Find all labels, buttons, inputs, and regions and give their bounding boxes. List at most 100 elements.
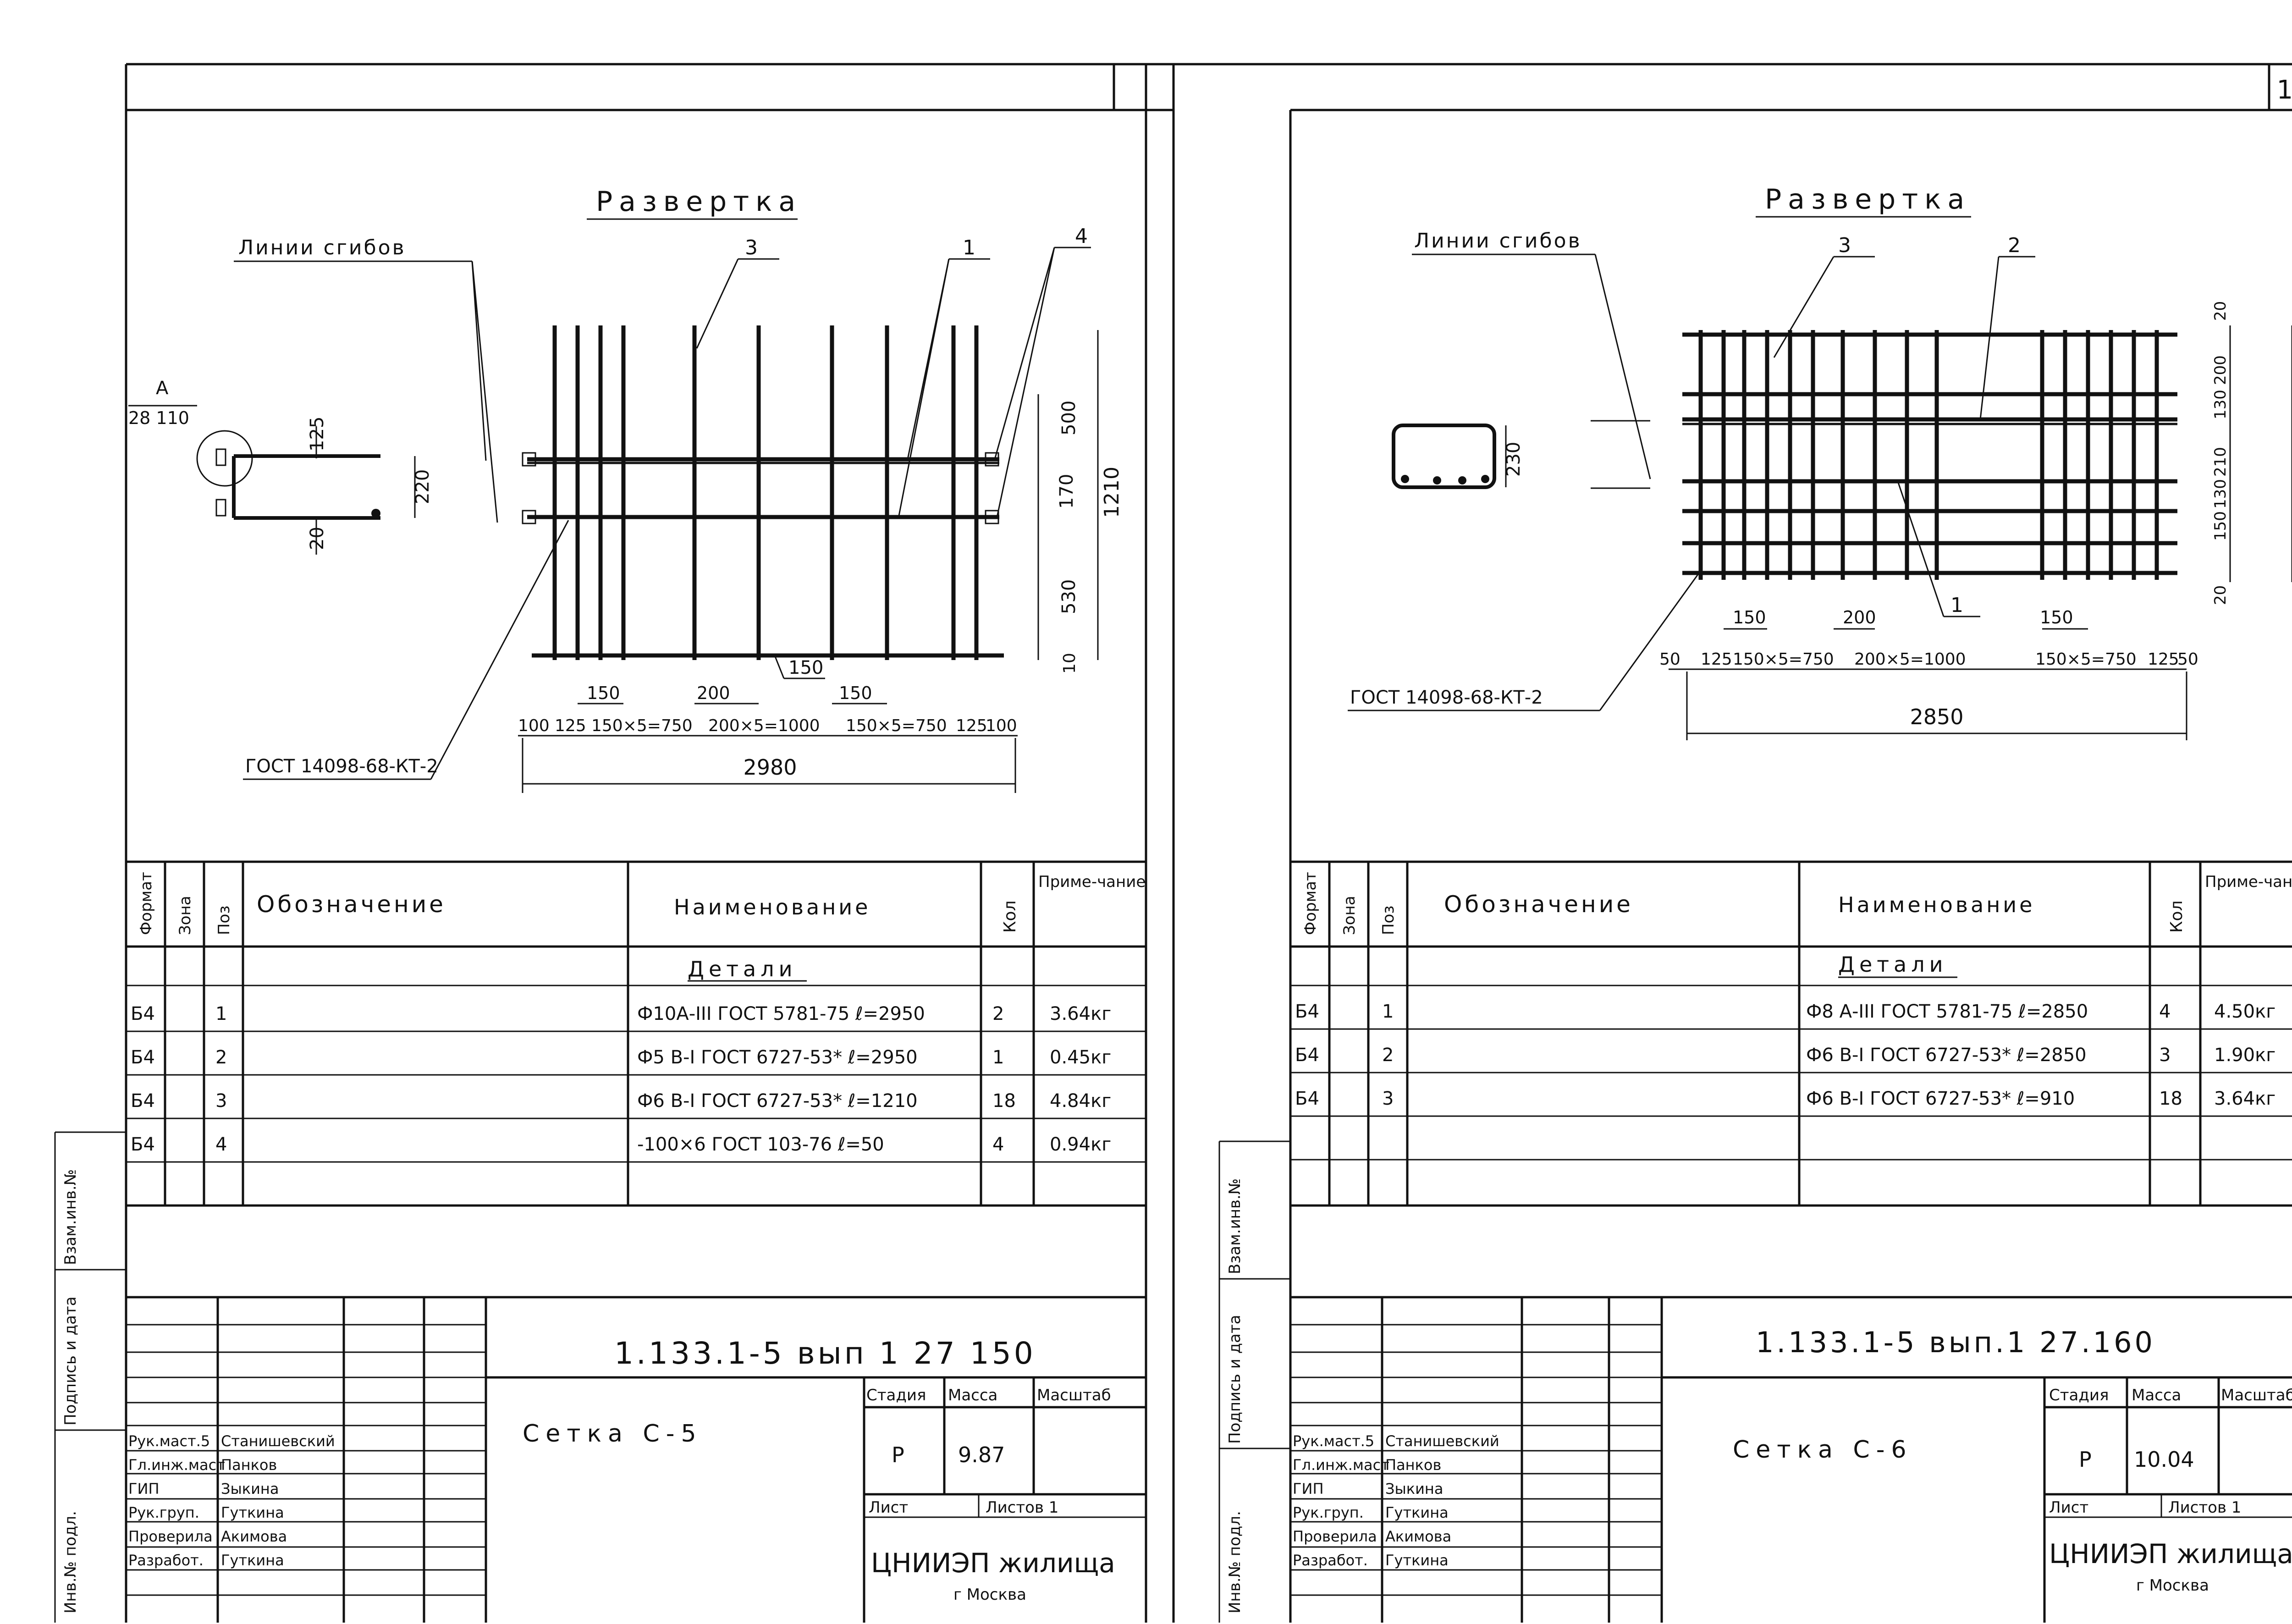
signer-name: Акимова	[221, 1528, 287, 1545]
bottom-dim-6: 125	[956, 716, 987, 735]
right-dim-170: 170	[1056, 474, 1077, 509]
row-pos: 2	[215, 1047, 227, 1068]
row-pos: 1	[215, 1003, 227, 1024]
col-designation: Обозначение	[257, 891, 446, 918]
sheet-left: Развертка Линии сгибов А 28 110 125 220 …	[54, 186, 1146, 1623]
pitch-dim-3: 150	[2040, 607, 2073, 628]
signer-name: Акимова	[1385, 1528, 1451, 1545]
right-dim-4: 210	[2211, 447, 2230, 477]
mesh-c5	[522, 325, 1004, 660]
doc-code: 1.133.1-5 вып 1 27 150	[614, 1336, 1036, 1371]
pitch-dim-2: 200	[1843, 607, 1876, 628]
bottom-dim-3: 150×5=750	[1733, 650, 1834, 669]
row-note: 3.64кг	[1050, 1003, 1111, 1024]
row-note: 4.84кг	[1050, 1090, 1111, 1112]
row-name: Ф6 В-I ГОСТ 6727-53* ℓ=2850	[1806, 1045, 2087, 1066]
bottom-dim-4: 200×5=1000	[1854, 650, 1966, 669]
signer-name: Станишевский	[221, 1432, 335, 1450]
mass-label: Масса	[948, 1386, 997, 1404]
signer-role: Гл.инж.маст	[1293, 1456, 1389, 1474]
side-stamp: Инв.№ подл. Подпись и дата Взам.инв.№	[54, 1131, 126, 1623]
row-qty: 18	[992, 1090, 1016, 1112]
pitch-dim-2: 200	[697, 683, 730, 703]
right-dim-1: 20	[2211, 301, 2230, 321]
bottom-dim-7: 100	[986, 716, 1017, 735]
node-label: А	[156, 378, 169, 399]
row-note: 3.64кг	[2214, 1088, 2275, 1109]
callout-pos-4: 4	[1075, 225, 1088, 248]
signer-name: Гуткина	[1385, 1552, 1449, 1569]
col-note: Приме-чание	[1038, 873, 1146, 891]
label-weld: ГОСТ 14098-68-КТ-2	[245, 756, 438, 777]
right-dim-6: 150	[2211, 511, 2230, 541]
row-name: Ф6 В-I ГОСТ 6727-53* ℓ=1210	[637, 1090, 918, 1112]
bottom-dim-6: 125	[2148, 650, 2179, 669]
right-dim-10: 10	[1060, 653, 1079, 674]
signer-name: Зыкина	[221, 1480, 279, 1497]
signer-role: Гл.инж.маст	[128, 1456, 225, 1474]
side-stamp-sign: Подпись и дата	[61, 1296, 80, 1426]
mass-value: 10.04	[2134, 1447, 2194, 1472]
row-pos: 1	[1382, 1001, 1394, 1022]
spec-table: Формат Зона Поз Обозначение Наименование…	[1290, 860, 2292, 1207]
signer-role: Рук.груп.	[128, 1504, 199, 1521]
row-format: Б4	[131, 1090, 155, 1112]
mesh-c6	[1682, 330, 2177, 580]
bottom-dim-1: 100	[518, 716, 550, 735]
signer-role: ГИП	[128, 1480, 160, 1497]
stage-label: Стадия	[866, 1386, 926, 1404]
row-name: Ф10А-III ГОСТ 5781-75 ℓ=2950	[637, 1003, 925, 1024]
col-note: Приме-чание	[2205, 873, 2292, 891]
drawing-title: Развертка	[596, 186, 802, 218]
col-zone: Зона	[176, 896, 194, 935]
pitch-dim-1: 150	[587, 683, 620, 703]
label-bend-lines: Линии сгибов	[1414, 229, 1582, 253]
bottom-dim-4: 200×5=1000	[708, 716, 820, 735]
city: г Москва	[2136, 1576, 2209, 1595]
right-dim-500: 500	[1058, 401, 1080, 435]
bottom-dim-5: 150×5=750	[2035, 650, 2137, 669]
signer-role: ГИП	[1293, 1480, 1324, 1497]
signer-name: Станишевский	[1385, 1432, 1499, 1450]
row-qty: 18	[2159, 1088, 2182, 1109]
bottom-dim-7: 50	[2177, 650, 2198, 669]
col-pos: Поз	[215, 906, 233, 935]
section-dim-230: 230	[1503, 442, 1524, 477]
row-pos: 2	[1382, 1045, 1394, 1066]
row-pos: 4	[215, 1134, 227, 1155]
right-dim-5: 130	[2211, 479, 2230, 509]
side-stamp-exchange: Взам.инв.№	[61, 1169, 80, 1265]
pitch-dim-1: 150	[1733, 607, 1766, 628]
doc-code: 1.133.1-5 вып.1 27.160	[1756, 1326, 2155, 1359]
row-name: Ф5 В-I ГОСТ 6727-53* ℓ=2950	[637, 1047, 918, 1068]
scale-label: Масштаб	[1037, 1386, 1111, 1404]
section-dim-220: 220	[412, 469, 433, 504]
row-format: Б4	[131, 1003, 155, 1024]
row-pos: 3	[1382, 1088, 1394, 1109]
section-details: Детали	[1838, 952, 1948, 977]
scale-label: Масштаб	[2221, 1386, 2292, 1404]
top-frame: 108	[125, 63, 2292, 1623]
bottom-dim-3: 150×5=750	[591, 716, 693, 735]
sheet-label: Лист	[2049, 1498, 2088, 1517]
side-stamp-exchange: Взам.инв.№	[1226, 1178, 1244, 1274]
row-format: Б4	[131, 1047, 155, 1068]
drawing-title: Развертка	[1765, 183, 1971, 215]
row-pos: 3	[215, 1090, 227, 1112]
row-qty: 4	[2159, 1001, 2171, 1022]
section-dim-125: 125	[307, 417, 328, 451]
side-stamp-sign: Подпись и дата	[1226, 1315, 1244, 1444]
row-format: Б4	[1295, 1045, 1319, 1066]
overall-height: 1210	[1100, 467, 1124, 518]
right-dim-3: 130	[2211, 390, 2230, 419]
item-name: Сетка С-6	[1733, 1436, 1913, 1464]
city: г Москва	[953, 1585, 1026, 1604]
row-format: Б4	[131, 1134, 155, 1155]
sheets-label: Листов 1	[986, 1498, 1058, 1517]
row-note: 0.45кг	[1050, 1047, 1111, 1068]
callout-pos-1: 1	[1950, 594, 1963, 617]
